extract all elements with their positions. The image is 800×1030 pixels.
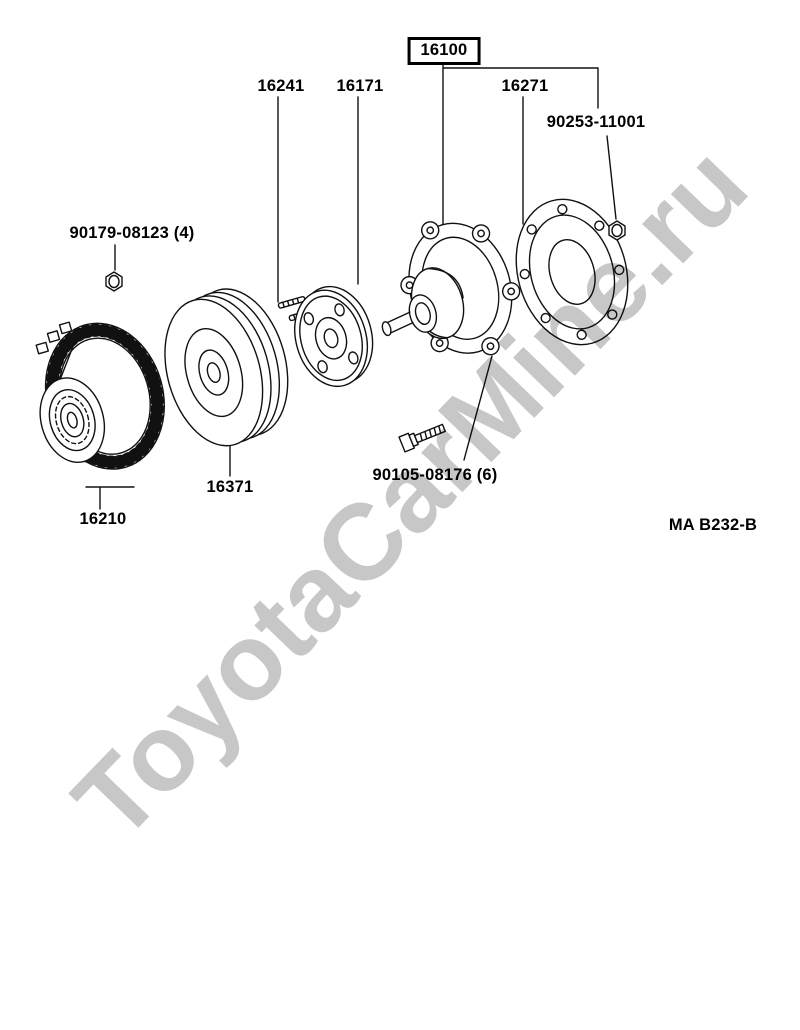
part-label-90253-11001: 90253-11001 — [546, 113, 646, 131]
leader-90105 — [463, 355, 493, 461]
part-label-90105-08176: 90105-08176 (6) — [372, 466, 498, 484]
footer-code: MA B232-B — [668, 516, 758, 534]
gasket-drawing — [515, 198, 629, 346]
part-label-16271: 16271 — [501, 77, 549, 95]
part-label-16241: 16241 — [257, 77, 305, 95]
part-label-16371: 16371 — [206, 478, 254, 496]
nut-90179-drawing — [105, 271, 123, 292]
bolt-drawing — [398, 423, 446, 453]
water-pump-drawing — [381, 221, 521, 356]
pulley-drawing — [164, 288, 289, 447]
leader-90253-bottom — [606, 135, 617, 220]
part-label-16171: 16171 — [336, 77, 384, 95]
part-label-90179-08123: 90179-08123 (4) — [69, 224, 195, 242]
part-label-16210: 16210 — [79, 510, 127, 528]
leader-16210 — [85, 486, 135, 510]
leader-lines — [85, 63, 617, 510]
hub-plate-drawing — [294, 285, 374, 388]
fan-clutch-drawing — [35, 321, 166, 470]
nut-90253-drawing — [608, 220, 626, 241]
part-label-16100: 16100 — [407, 37, 481, 65]
leader-90253-top — [442, 67, 599, 109]
